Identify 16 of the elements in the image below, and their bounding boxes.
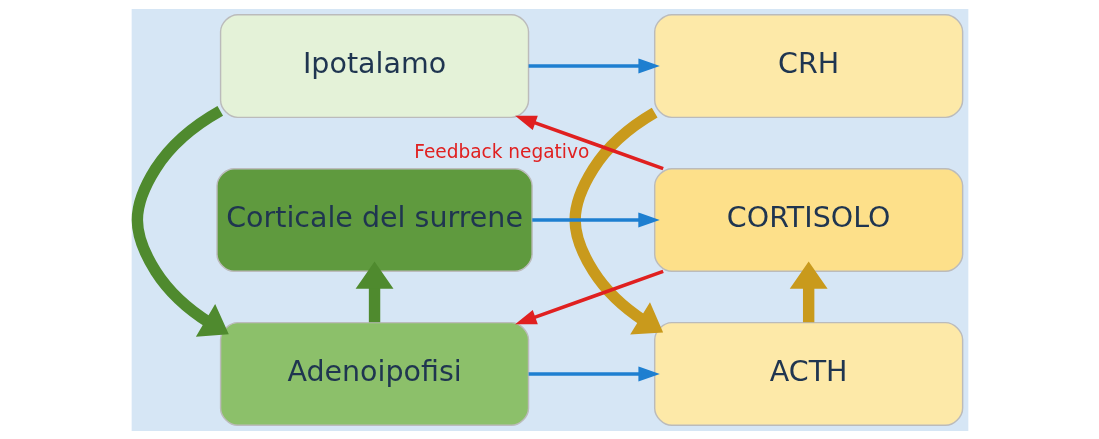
- arrow: [514, 269, 664, 324]
- node-box: CORTISOLO: [653, 167, 963, 272]
- arrow: [569, 107, 663, 335]
- arrow: [789, 261, 828, 322]
- arrow: [355, 261, 393, 322]
- arrow: [528, 365, 660, 381]
- arrow: [131, 105, 229, 337]
- node-box: ACTH: [653, 321, 963, 426]
- node-box: Ipotalamo: [219, 13, 529, 118]
- node-box: Corticale del surrene: [215, 167, 533, 272]
- arrow: [514, 115, 664, 170]
- arrow: [528, 58, 660, 74]
- edge-label: Feedback negativo: [413, 140, 589, 162]
- node-box: Adenoipofisi: [219, 321, 529, 426]
- node-box: CRH: [653, 13, 963, 118]
- arrow: [531, 212, 660, 227]
